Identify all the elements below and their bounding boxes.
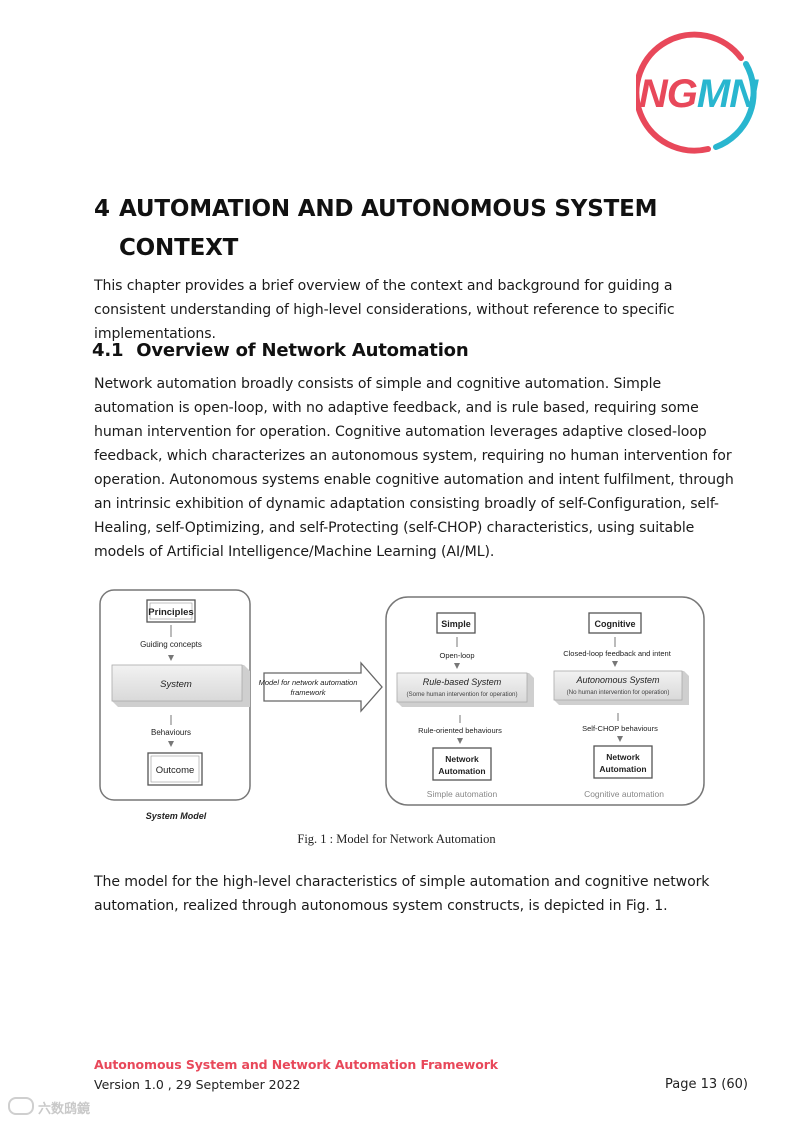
principles-label: Principles [148,607,193,618]
figure-description-paragraph: The model for the high-level characteris… [94,874,710,914]
autonomous-system-label: Autonomous System [575,675,660,685]
system-model-label: System Model [146,811,207,821]
self-chop-label: Self-CHOP behaviours [582,724,658,733]
simple-automation-label: Simple automation [427,789,498,799]
outcome-label: Outcome [156,765,195,776]
network-label-cognitive: Network [606,752,640,762]
system-label: System [160,679,192,690]
footer-page-number: Page 13 (60) [665,1077,748,1092]
figure-network-automation-model: Principles Guiding concepts System Behav… [94,585,714,825]
automation-label-simple: Automation [438,766,485,776]
footer-version: Version 1.0 , 29 September 2022 [94,1077,301,1092]
automation-label-cognitive: Automation [599,764,646,774]
svg-text:NGMN: NGMN [639,72,759,116]
closed-loop-label: Closed-loop feedback and intent [563,649,671,658]
behaviours-label: Behaviours [151,728,191,737]
figure-caption: Fig. 1 : Model for Network Automation [297,832,496,846]
section-title: Overview of Network Automation [136,340,469,361]
rule-based-label: Rule-based System [423,677,502,687]
automation-types-panel: Simple Open-loop Rule-based System (Some… [385,596,705,806]
section-body-paragraph: Network automation broadly consists of s… [94,376,734,560]
rule-based-sub-label: (Some human intervention for operation) [406,691,517,698]
watermark-icon [8,1097,34,1115]
arrow-text-line2: framework [290,688,326,697]
open-loop-label: Open-loop [439,651,474,660]
autonomous-sub-label: (No human intervention for operation) [567,689,670,696]
guiding-concepts-label: Guiding concepts [140,640,202,649]
footer-document-title: Autonomous System and Network Automation… [94,1057,499,1072]
watermark: 六数鸱鏡 [8,1097,90,1117]
simple-label: Simple [441,619,471,629]
arrow-text-line1: Model for network automation [259,678,358,687]
watermark-text: 六数鸱鏡 [38,1102,91,1117]
section-heading: 4.1 Overview of Network Automation [92,340,469,361]
chapter-heading: 4 AUTOMATION AND AUTONOMOUS SYSTEM CONTE… [94,190,714,268]
chapter-title: AUTOMATION AND AUTONOMOUS SYSTEM CONTEXT [119,196,658,261]
cognitive-automation-label: Cognitive automation [584,789,664,799]
network-label-simple: Network [445,754,479,764]
model-arrow: Model for network automation framework [259,661,383,713]
section-number: 4.1 [92,340,124,361]
chapter-number: 4 [94,196,110,222]
rule-oriented-label: Rule-oriented behaviours [418,726,502,735]
intro-paragraph: This chapter provides a brief overview o… [94,278,675,342]
system-model-panel: Principles Guiding concepts System Behav… [99,589,251,821]
ngmn-logo: NGMN [633,30,760,154]
cognitive-label: Cognitive [594,619,635,629]
